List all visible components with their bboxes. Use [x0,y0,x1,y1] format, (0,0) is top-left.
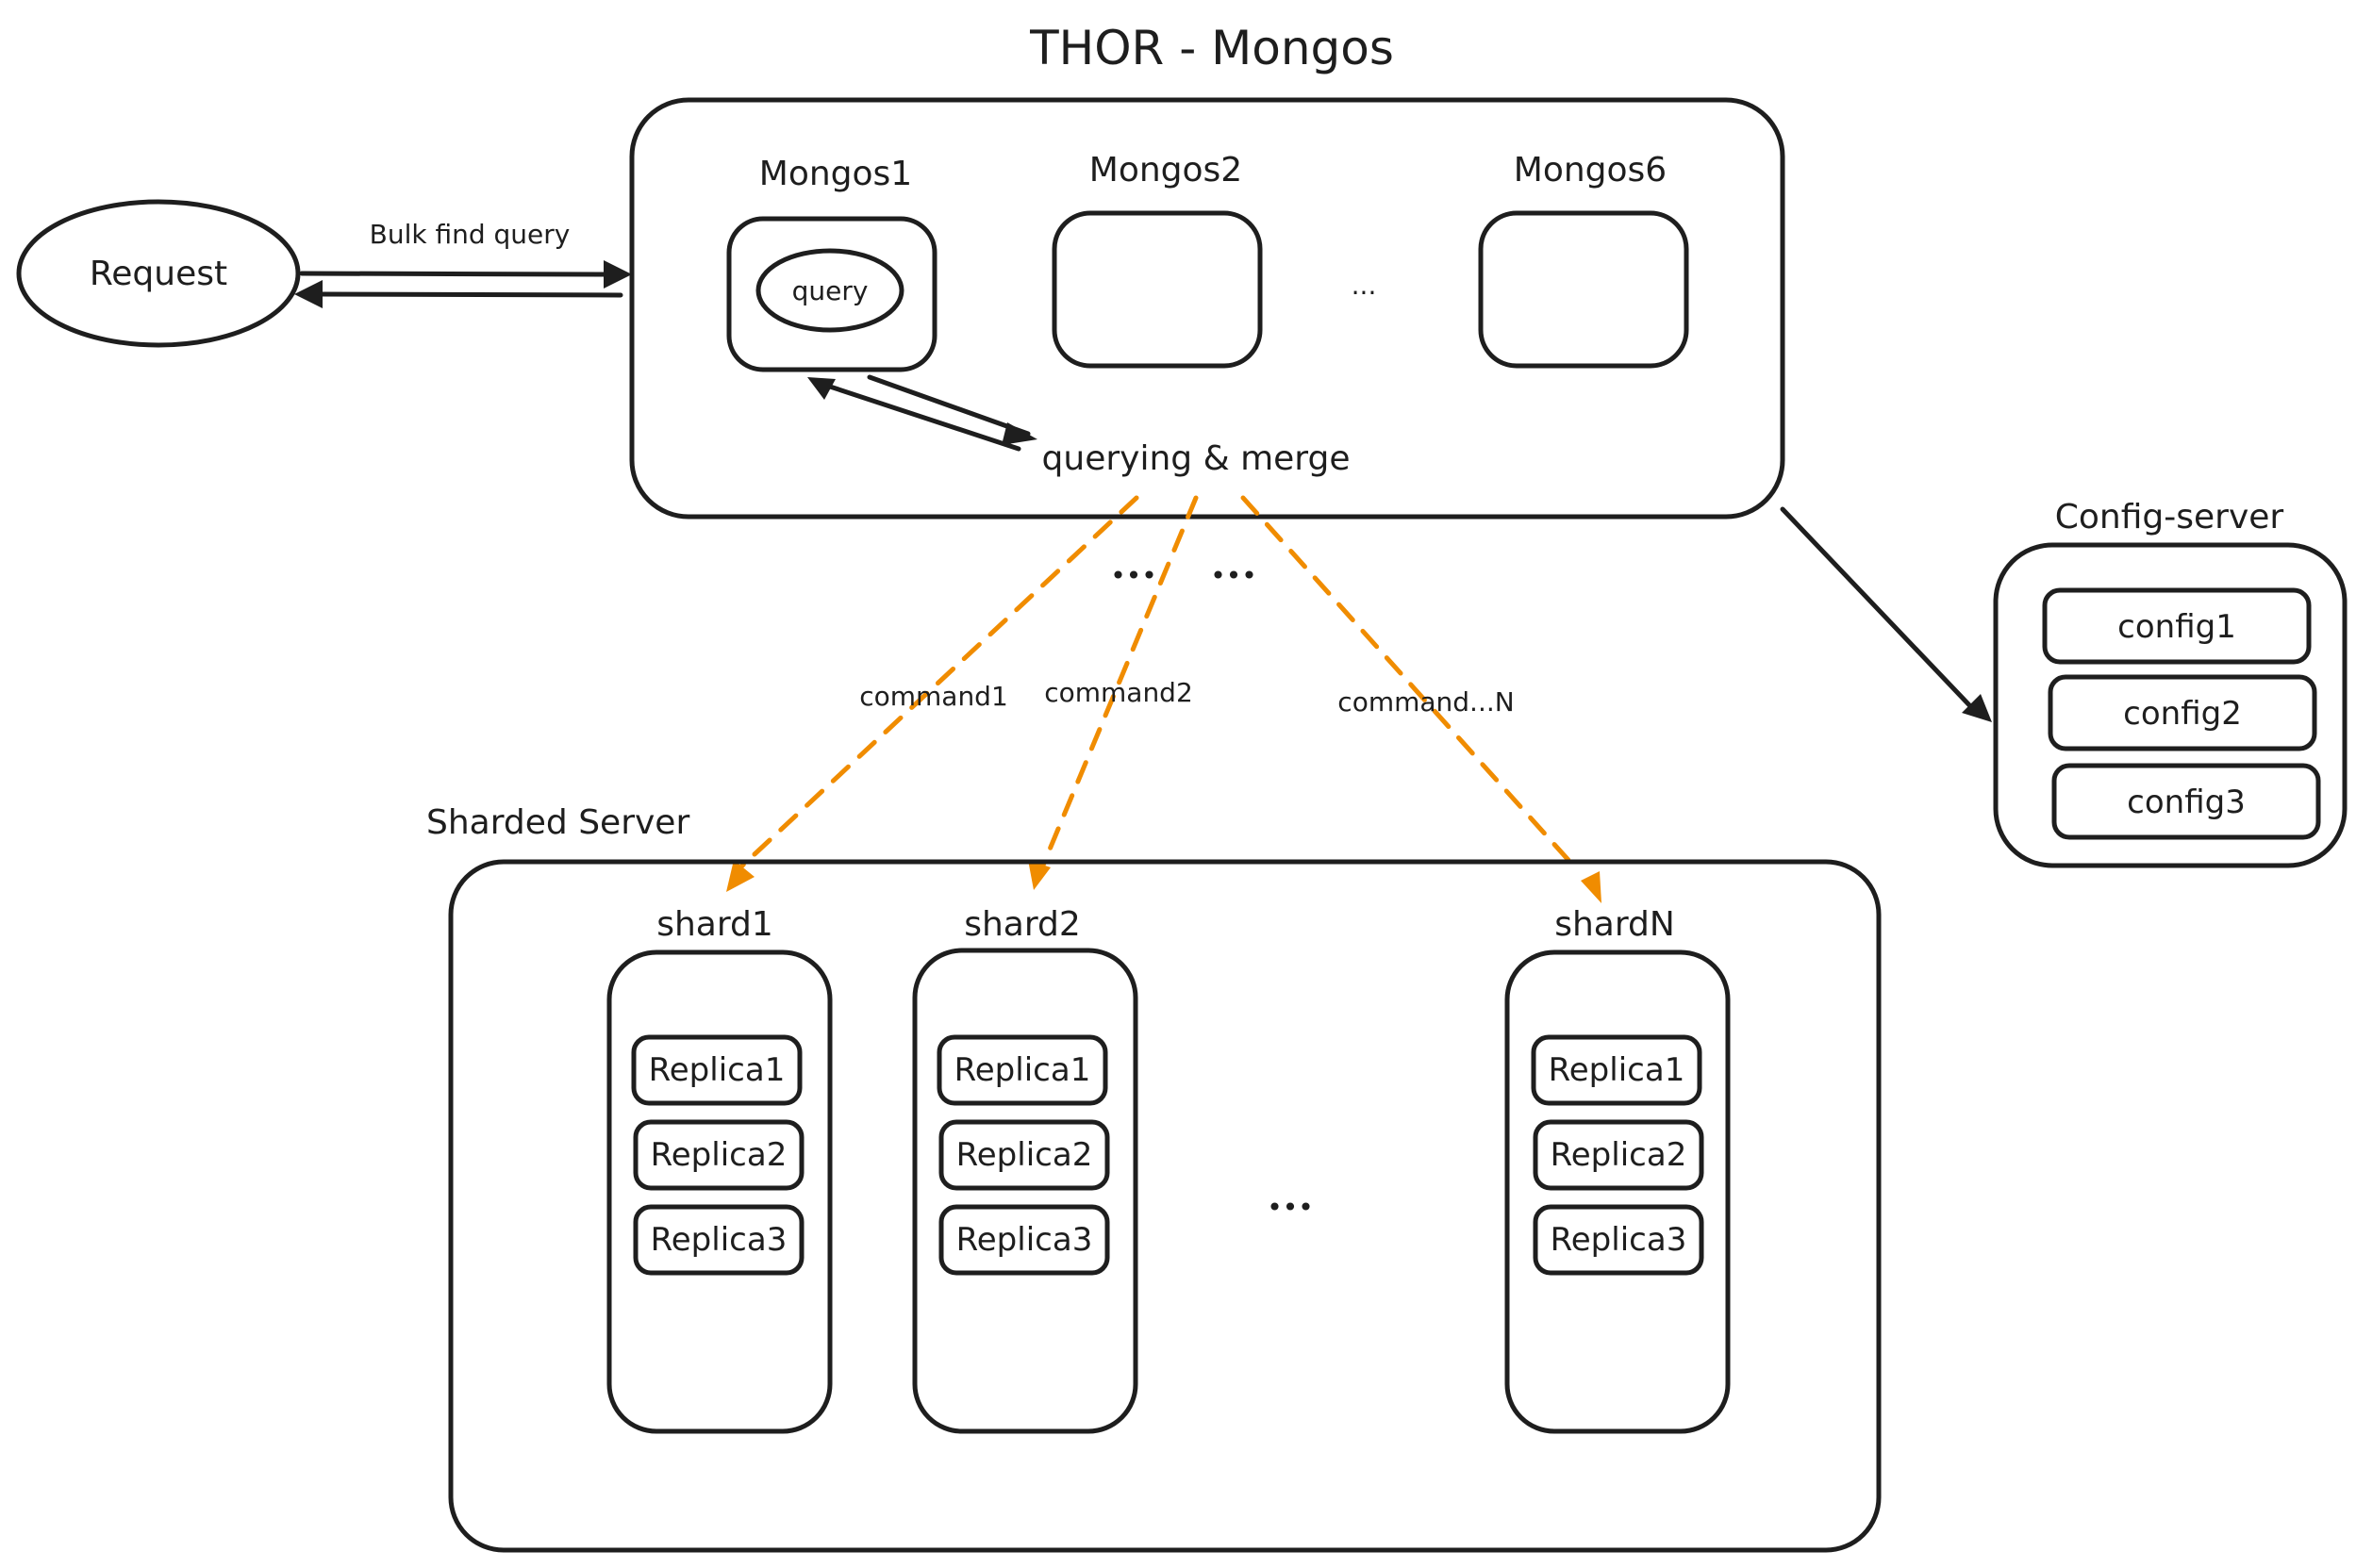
shardN-replica2[interactable]: Replica2 [1533,1119,1704,1191]
return-arrowhead-icon [294,280,323,308]
replica-box [633,1119,805,1191]
mongos1-label: Mongos1 [759,155,912,193]
replica-box [1533,1119,1704,1191]
config-server: Config-server config1 config2 config3 [1993,498,2348,868]
config1-label: config1 [2117,608,2236,646]
config-server-title: Config-server [2055,498,2284,536]
mongos-cluster-box [629,97,1785,520]
shard2-label: shard2 [964,905,1081,944]
query-ellipse [755,248,904,333]
commandN-arrowhead-icon [1581,871,1601,903]
mongos-cluster: Mongos1 query Mongos2 ... Mongos6 queryi… [629,97,1785,520]
mongos2-box [1052,210,1263,369]
config3-box [2051,763,2321,840]
merge-return-line [827,384,1021,452]
sharded-server-box [448,859,1882,1553]
shard2-replica1[interactable]: Replica1 [937,1034,1108,1106]
replica-label: Replica3 [1551,1221,1687,1259]
command-ellipsis-left: ••• [1110,560,1157,591]
replica-label: Replica1 [1549,1051,1685,1089]
replica-box [633,1204,805,1276]
command-edges: command1 command2 command...N ••• ••• [726,495,1601,903]
shard1-node[interactable]: shard1 Replica1 Replica2 Replica3 [606,905,833,1434]
shard1-box [606,949,833,1434]
mongos6-box [1478,210,1689,369]
replica-label: Replica3 [651,1221,788,1259]
forward-arrow-line [299,271,616,277]
replica-label: Replica1 [649,1051,786,1089]
forward-arrowhead-icon [604,260,632,289]
replica-label: Replica1 [954,1051,1091,1089]
return-arrow-line [318,291,623,298]
sharded-server-title: Sharded Server [426,803,689,842]
merge-return-arrowhead-icon [807,377,836,400]
shard1-replica2[interactable]: Replica2 [633,1119,805,1191]
shard2-box [912,948,1138,1434]
shardN-replica1[interactable]: Replica1 [1531,1034,1702,1106]
config-server-box [1993,542,2348,868]
mongos2-label: Mongos2 [1089,151,1242,190]
config1-box [2042,587,2312,665]
mongos1-node[interactable]: Mongos1 query [726,155,937,372]
shard2-replica3[interactable]: Replica3 [938,1204,1110,1276]
shardN-replica3[interactable]: Replica3 [1533,1204,1704,1276]
replica-box [938,1119,1110,1191]
request-mongos-edge: Bulk find query [294,219,632,308]
command2-line [1039,495,1199,870]
merge-forward-line [867,374,1031,437]
merge-forward-arrowhead-icon [1002,422,1037,445]
mongos6-node[interactable]: Mongos6 [1478,151,1689,369]
mongos-ellipsis: ... [1352,270,1377,301]
config2-box [2048,674,2317,751]
shardN-node[interactable]: shardN Replica1 Replica2 Replica3 [1504,905,1731,1434]
config-edge [1780,506,1992,722]
shard-ellipsis: ••• [1267,1192,1314,1223]
querying-merge-label: querying & merge [1042,439,1351,478]
command1-line [738,495,1139,870]
command2-arrowhead-icon [1028,860,1051,890]
shardN-box [1504,949,1731,1434]
shard1-replica3[interactable]: Replica3 [633,1204,805,1276]
shard2-node[interactable]: shard2 Replica1 Replica2 Replica3 [912,905,1138,1434]
query-label: query [792,275,869,306]
replica-box [1531,1034,1702,1106]
diagram-title: THOR - Mongos [1029,21,1394,75]
config2-label: config2 [2123,695,2242,733]
replica-label: Replica2 [651,1136,788,1174]
config3-label: config3 [2127,784,2246,821]
command1-arrowhead-icon [726,860,755,892]
replica-box [938,1204,1110,1276]
mongos6-label: Mongos6 [1514,151,1667,190]
config-arrowhead-icon [1962,694,1992,722]
replica-label: Replica2 [1551,1136,1687,1174]
config-arrow-line [1780,506,1976,712]
replica-box [1533,1204,1704,1276]
bulk-find-query-label: Bulk find query [370,219,571,250]
shard1-replica1[interactable]: Replica1 [631,1034,803,1106]
command1-label: command1 [859,681,1008,712]
shard2-replica2[interactable]: Replica2 [938,1119,1110,1191]
mongos2-node[interactable]: Mongos2 [1052,151,1263,369]
shardN-label: shardN [1554,905,1675,944]
replica-box [631,1034,803,1106]
request-node[interactable]: Request [16,199,301,348]
replica-label: Replica2 [956,1136,1093,1174]
replica-box [937,1034,1108,1106]
command-ellipsis-right: ••• [1210,560,1257,591]
commandN-label: command...N [1337,686,1514,718]
config1-node[interactable]: config1 [2042,587,2312,665]
command2-label: command2 [1044,677,1193,708]
config3-node[interactable]: config3 [2051,763,2321,840]
shard1-label: shard1 [656,905,773,944]
replica-label: Replica3 [956,1221,1093,1259]
request-ellipse [16,199,301,348]
sharded-server: Sharded Server shard1 Replica1 Replica2 … [426,803,1882,1553]
config2-node[interactable]: config2 [2048,674,2317,751]
commandN-line [1240,495,1578,870]
request-label: Request [90,255,227,293]
